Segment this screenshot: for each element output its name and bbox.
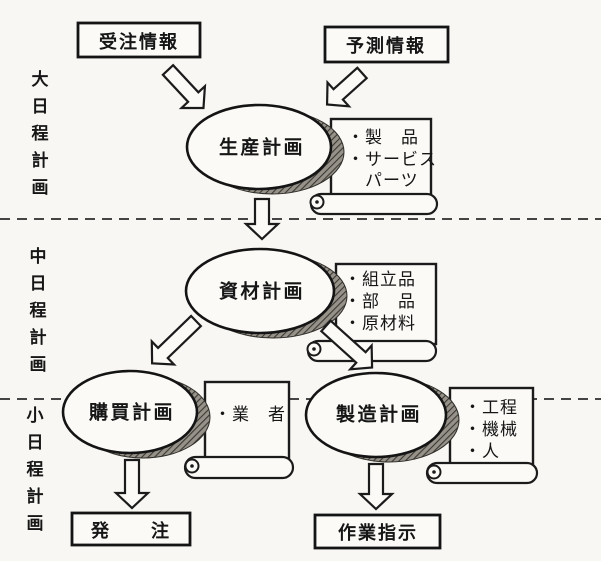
scroll-paper xyxy=(334,262,438,346)
scroll-note-vendors: ・業 者 xyxy=(214,404,286,426)
scroll-roll xyxy=(183,455,295,480)
scroll-roll xyxy=(425,461,539,485)
scroll-note-line: ・機械 xyxy=(464,420,518,439)
scroll-note-line: ・製 品 xyxy=(347,128,419,147)
plan-label-materials: 資材計画 xyxy=(218,281,306,303)
output-box-order xyxy=(70,511,192,547)
scroll-vendors-note xyxy=(183,380,295,480)
input-label-order-info: 受注情報 xyxy=(99,32,179,52)
scroll-note-line: ・サービス xyxy=(347,149,437,169)
side-label-small-schedule: 小日程計画 xyxy=(26,406,44,533)
output-box-work-instruction xyxy=(313,513,442,550)
scroll-resources-note xyxy=(425,386,539,485)
plan-ellipse-manufacturing xyxy=(304,371,460,463)
plan-ellipse-production xyxy=(185,103,345,195)
scroll-note-line: ・業 者 xyxy=(214,405,286,424)
output-label-order: 発 注 xyxy=(91,521,171,541)
scroll-roll-dot xyxy=(312,347,316,351)
input-label-forecast-info: 予測情報 xyxy=(346,36,426,56)
arrow-production-to-materials xyxy=(243,197,281,241)
arrow-purchasing-to-order xyxy=(113,458,151,510)
scroll-paper xyxy=(329,117,433,200)
scroll-note-line: ・人 xyxy=(464,442,500,461)
plan-label-production: 生産計画 xyxy=(218,137,306,159)
plan-label-purchasing: 購買計画 xyxy=(88,402,176,424)
output-label-work-instruction: 作業指示 xyxy=(338,523,418,543)
scroll-roll-dot xyxy=(190,464,194,468)
ellipse-body xyxy=(184,247,336,335)
scroll-note-products: ・製 品 ・サービス パーツ xyxy=(347,127,437,192)
side-label-large-schedule: 大日程計画 xyxy=(31,70,49,197)
scroll-note-line: ・部 品 xyxy=(344,292,416,311)
scroll-note-line: ・工程 xyxy=(464,398,518,417)
scroll-note-resources: ・工程 ・機械 ・人 xyxy=(464,397,518,463)
arrow-materials-to-manufacturing xyxy=(319,319,374,371)
ellipse-body xyxy=(61,369,199,455)
scroll-roll xyxy=(309,192,439,216)
side-label-medium-schedule: 中日程計画 xyxy=(29,247,47,374)
scroll-note-line: パーツ xyxy=(347,171,419,190)
arrow-manufacturing-to-work-instruction xyxy=(357,462,395,511)
plan-ellipse-materials xyxy=(184,247,348,339)
arrow-materials-to-purchasing xyxy=(150,314,203,366)
scroll-roll-dot xyxy=(432,470,436,474)
plan-label-manufacturing: 製造計画 xyxy=(335,404,423,426)
arrow-order-info-to-production xyxy=(161,63,207,110)
arrow-forecast-info-to-production xyxy=(325,66,369,108)
scroll-products-note xyxy=(309,117,439,216)
ellipse-body xyxy=(304,371,448,459)
plan-ellipse-purchasing xyxy=(61,369,211,459)
input-box-order-info xyxy=(76,21,202,59)
scroll-note-materials: ・組立品 ・部 品 ・原材料 xyxy=(344,269,416,335)
scroll-note-line: ・組立品 xyxy=(344,270,416,289)
ellipse-body xyxy=(185,103,333,191)
input-box-forecast-info xyxy=(323,25,450,64)
scroll-roll-dot xyxy=(315,200,319,204)
scroll-note-line: ・原材料 xyxy=(344,314,416,333)
